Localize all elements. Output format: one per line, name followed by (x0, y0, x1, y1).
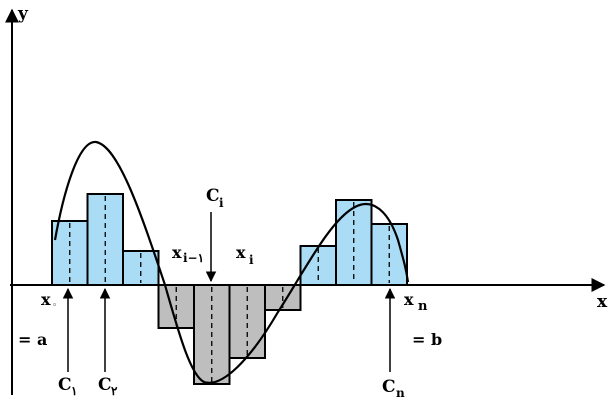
a-label: = a (18, 330, 47, 349)
c1-subscript: ١ (71, 384, 77, 398)
c1-label: C (58, 375, 72, 395)
xn-label: x (404, 290, 414, 309)
function-curve (53, 140, 410, 384)
riemann-rectangles (51, 193, 408, 385)
ci-label: C (206, 186, 220, 206)
c2-label: C (98, 375, 112, 395)
y-axis-label: y (17, 4, 29, 24)
x0-label: x (41, 290, 51, 309)
xi-minus-1-subscript: i−١ (183, 251, 204, 265)
c2-subscript: ٢ (111, 384, 118, 398)
x-axis-label: x (597, 292, 608, 312)
xn-subscript: n (418, 299, 428, 314)
xi-subscript: i (249, 253, 254, 267)
cn-label: C (382, 377, 396, 397)
xi-minus-1-label: x (172, 243, 182, 262)
b-label: = b (412, 330, 442, 349)
x0-subscript: ◦ (52, 301, 57, 311)
ci-subscript: i (219, 196, 224, 210)
cn-subscript: n (396, 386, 405, 399)
riemann-rect (228, 284, 266, 359)
xi-label: x (236, 243, 246, 262)
